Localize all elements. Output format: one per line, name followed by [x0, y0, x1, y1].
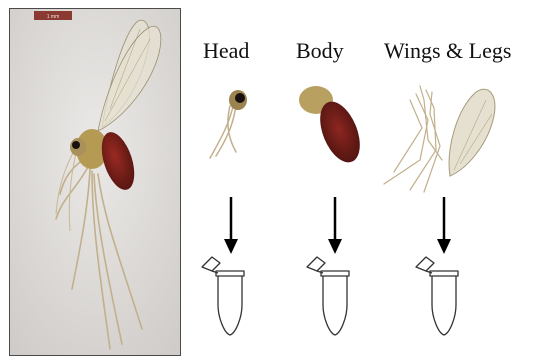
label-head: Head: [203, 38, 249, 64]
label-wings-legs: Wings & Legs: [384, 38, 511, 64]
scale-bar: 1 mm: [34, 11, 72, 20]
eye: [72, 141, 80, 149]
tube-head-icon: [198, 255, 250, 339]
sand-fly-specimen-image: 1 mm: [10, 9, 180, 355]
arrow-down-body: [327, 197, 343, 255]
scale-bar-label: 1 mm: [47, 14, 60, 20]
specimen-photo-panel: 1 mm: [9, 8, 181, 356]
tube-wings-legs-icon: [412, 255, 464, 339]
body-dissection-image: [294, 82, 366, 170]
label-body: Body: [296, 38, 344, 64]
arrow-down-wings-legs: [436, 197, 452, 255]
wings-legs-dissection-image: [380, 80, 508, 195]
tube-body-icon: [303, 255, 355, 339]
head-dissection-image: [200, 82, 256, 164]
arrow-down-head: [223, 197, 239, 255]
